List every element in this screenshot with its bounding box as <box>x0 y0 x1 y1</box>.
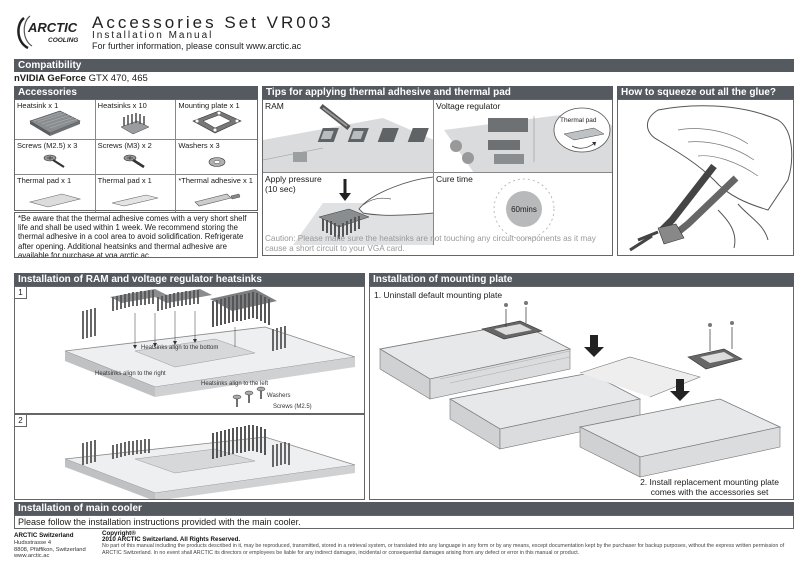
annotation-align-right: Heatsinks align to the right <box>95 371 166 377</box>
accessory-thermal-pad-1: Thermal pad x 1 <box>15 175 96 212</box>
main-cooler-text: Please follow the installation instructi… <box>14 515 794 529</box>
accessory-heatsink-large: Heatsink x 1 <box>15 100 96 140</box>
svg-text:COOLING: COOLING <box>48 37 78 44</box>
vrm-heatsink-large <box>210 289 277 327</box>
screw-icon <box>43 154 65 168</box>
voltage-regulator-illustration: Thermal pad <box>444 107 612 172</box>
tips-caution-text: Caution: Please make sure the heatsinks … <box>265 234 596 253</box>
copyright-line: 2010 ARCTIC Switzerland. All Rights Rese… <box>102 536 241 544</box>
mounting-plate-panel: 1. Uninstall default mounting plate 2. I… <box>369 286 794 500</box>
accessory-label: Heatsinks x 10 <box>97 101 147 110</box>
thermal-pad-callout: Thermal pad <box>560 117 597 124</box>
ram-install-header: Installation of RAM and voltage regulato… <box>14 273 365 286</box>
thermal-pad-icon <box>28 193 82 208</box>
annotation-align-bottom: Heatsinks align to the bottom <box>141 345 219 351</box>
company-city: 8808, Pfäffikon, Switzerland <box>14 546 86 553</box>
heatsink-large-icon <box>29 110 81 136</box>
washers-screws-icon <box>232 386 266 407</box>
apply-pressure-illustration <box>293 176 433 245</box>
accessory-label: Screws (M3) x 2 <box>97 141 152 150</box>
tip-voltage-label: Voltage regulator <box>436 101 501 111</box>
accessory-screws-m25: Screws (M2.5) x 3 <box>15 140 96 175</box>
annotation-align-left: Heatsinks align to the left <box>201 381 269 387</box>
gpu-cooler-2 <box>448 356 701 450</box>
mounting-step2-text: 2. Install replacement mounting plate co… <box>640 477 779 497</box>
tip-ram-label: RAM <box>265 101 284 111</box>
svg-text:ARCTIC: ARCTIC <box>27 20 78 35</box>
squeeze-panel <box>617 99 794 256</box>
accessory-label: Washers x 3 <box>178 141 220 150</box>
mounting-plate-header: Installation of mounting plate <box>369 273 794 286</box>
side-heatsinks <box>82 308 286 351</box>
ram-heatsink-placement-illustration <box>64 289 356 407</box>
arctic-cooling-logo: ARCTIC COOLING <box>17 15 78 50</box>
accessory-mounting-plate: Mounting plate x 1 <box>176 100 257 140</box>
accessory-label: Thermal pad x 1 <box>97 176 152 185</box>
screw-icon <box>124 154 146 169</box>
annotation-screws: Screws (M2.5) <box>273 404 312 410</box>
tip-pressure-label: Apply pressure (10 sec) <box>265 174 322 194</box>
tips-header: Tips for applying thermal adhesive and t… <box>262 86 613 99</box>
accessory-label: Mounting plate x 1 <box>178 101 240 110</box>
legal-text: No part of this manual including the pro… <box>102 543 785 556</box>
washer-icon <box>208 157 225 167</box>
mounting-plate-illustration <box>378 301 782 478</box>
ram-install-step1-panel: 1 Heatsinks align to the bottom <box>14 286 365 414</box>
ram-heatsinks-installed-illustration <box>64 425 356 499</box>
down-arrow-icon <box>670 379 690 401</box>
step-number: 2 <box>15 415 27 427</box>
heatsink-small-icon <box>120 113 151 135</box>
tip-ram-panel: RAM <box>263 100 434 173</box>
compatibility-text: nVIDIA GeForce GTX 470, 465 <box>14 73 148 84</box>
copyright-block: Copyright® 2010 ARCTIC Switzerland. All … <box>102 530 802 556</box>
compatibility-models: GTX 470, 465 <box>85 73 148 84</box>
adhesive-warning-note: *Be aware that the thermal adhesive come… <box>14 212 258 258</box>
tip-cure-label: Cure time <box>436 174 473 184</box>
accessories-header: Accessories <box>14 86 258 99</box>
mounting-step1-text: 1. Uninstall default mounting plate <box>374 290 503 300</box>
company-web: www.arctic.ac <box>14 553 50 560</box>
ram-heatsinks-row <box>110 289 212 311</box>
step-number: 1 <box>15 287 27 299</box>
accessory-heatsinks-small: Heatsinks x 10 <box>95 100 177 140</box>
ram-illustration <box>263 104 433 172</box>
accessory-label: Heatsink x 1 <box>17 101 59 110</box>
replacement-plate <box>687 321 743 370</box>
mounting-plate-icon <box>191 110 242 134</box>
company-street: Hudsstrasse 4 <box>14 539 52 546</box>
company-address: ARCTIC Switzerland Hudsstrasse 4 8808, P… <box>14 532 86 560</box>
tips-panel: RAM Voltage regulator Thermal pad <box>262 99 613 256</box>
accessory-washers: Washers x 3 <box>176 140 257 175</box>
adhesive-tube-icon <box>194 193 240 207</box>
accessory-thermal-adhesive: *Thermal adhesive x 1 <box>176 175 257 212</box>
document-title: Accessories Set VR003 <box>92 13 334 32</box>
ram-install-step2-panel: 2 <box>14 414 365 500</box>
cure-time-clock-icon: 60mins <box>493 178 555 240</box>
heatsink-pressed-icon <box>318 208 370 239</box>
tip-cure-panel: Cure time 60mins <box>434 173 612 245</box>
document-info: For further information, please consult … <box>92 41 302 51</box>
squeeze-header: How to squeeze out all the glue? <box>617 86 794 99</box>
main-cooler-header: Installation of main cooler <box>14 502 794 515</box>
accessory-label: Screws (M2.5) x 3 <box>17 141 78 150</box>
compatibility-brand: nVIDIA GeForce <box>14 73 86 84</box>
tip-voltage-panel: Voltage regulator Thermal pad <box>434 100 612 173</box>
accessory-thermal-pad-2: Thermal pad x 1 <box>96 175 177 212</box>
annotation-washers: Washers <box>267 393 291 399</box>
gpu-cooler-3 <box>578 398 782 478</box>
down-arrow-icon <box>584 335 604 357</box>
copyright-label: Copyright® <box>102 530 136 537</box>
tip-pressure-panel: Apply pressure (10 sec) <box>263 173 434 245</box>
accessories-grid: Heatsink x 1 Heatsinks x 10 Mounting pla… <box>14 99 258 212</box>
pliers-squeeze-illustration <box>629 105 793 252</box>
document-subtitle: Installation Manual <box>92 30 214 41</box>
gpu-cooler-1 <box>378 320 572 400</box>
accessory-label: *Thermal adhesive x 1 <box>178 176 253 185</box>
cure-time-value: 60mins <box>511 205 537 214</box>
compatibility-header: Compatibility <box>14 59 794 72</box>
accessory-screws-m3: Screws (M3) x 2 <box>95 140 177 175</box>
thermal-pad-icon <box>112 194 159 207</box>
accessory-label: Thermal pad x 1 <box>17 176 72 185</box>
company-name: ARCTIC Switzerland <box>14 532 74 539</box>
